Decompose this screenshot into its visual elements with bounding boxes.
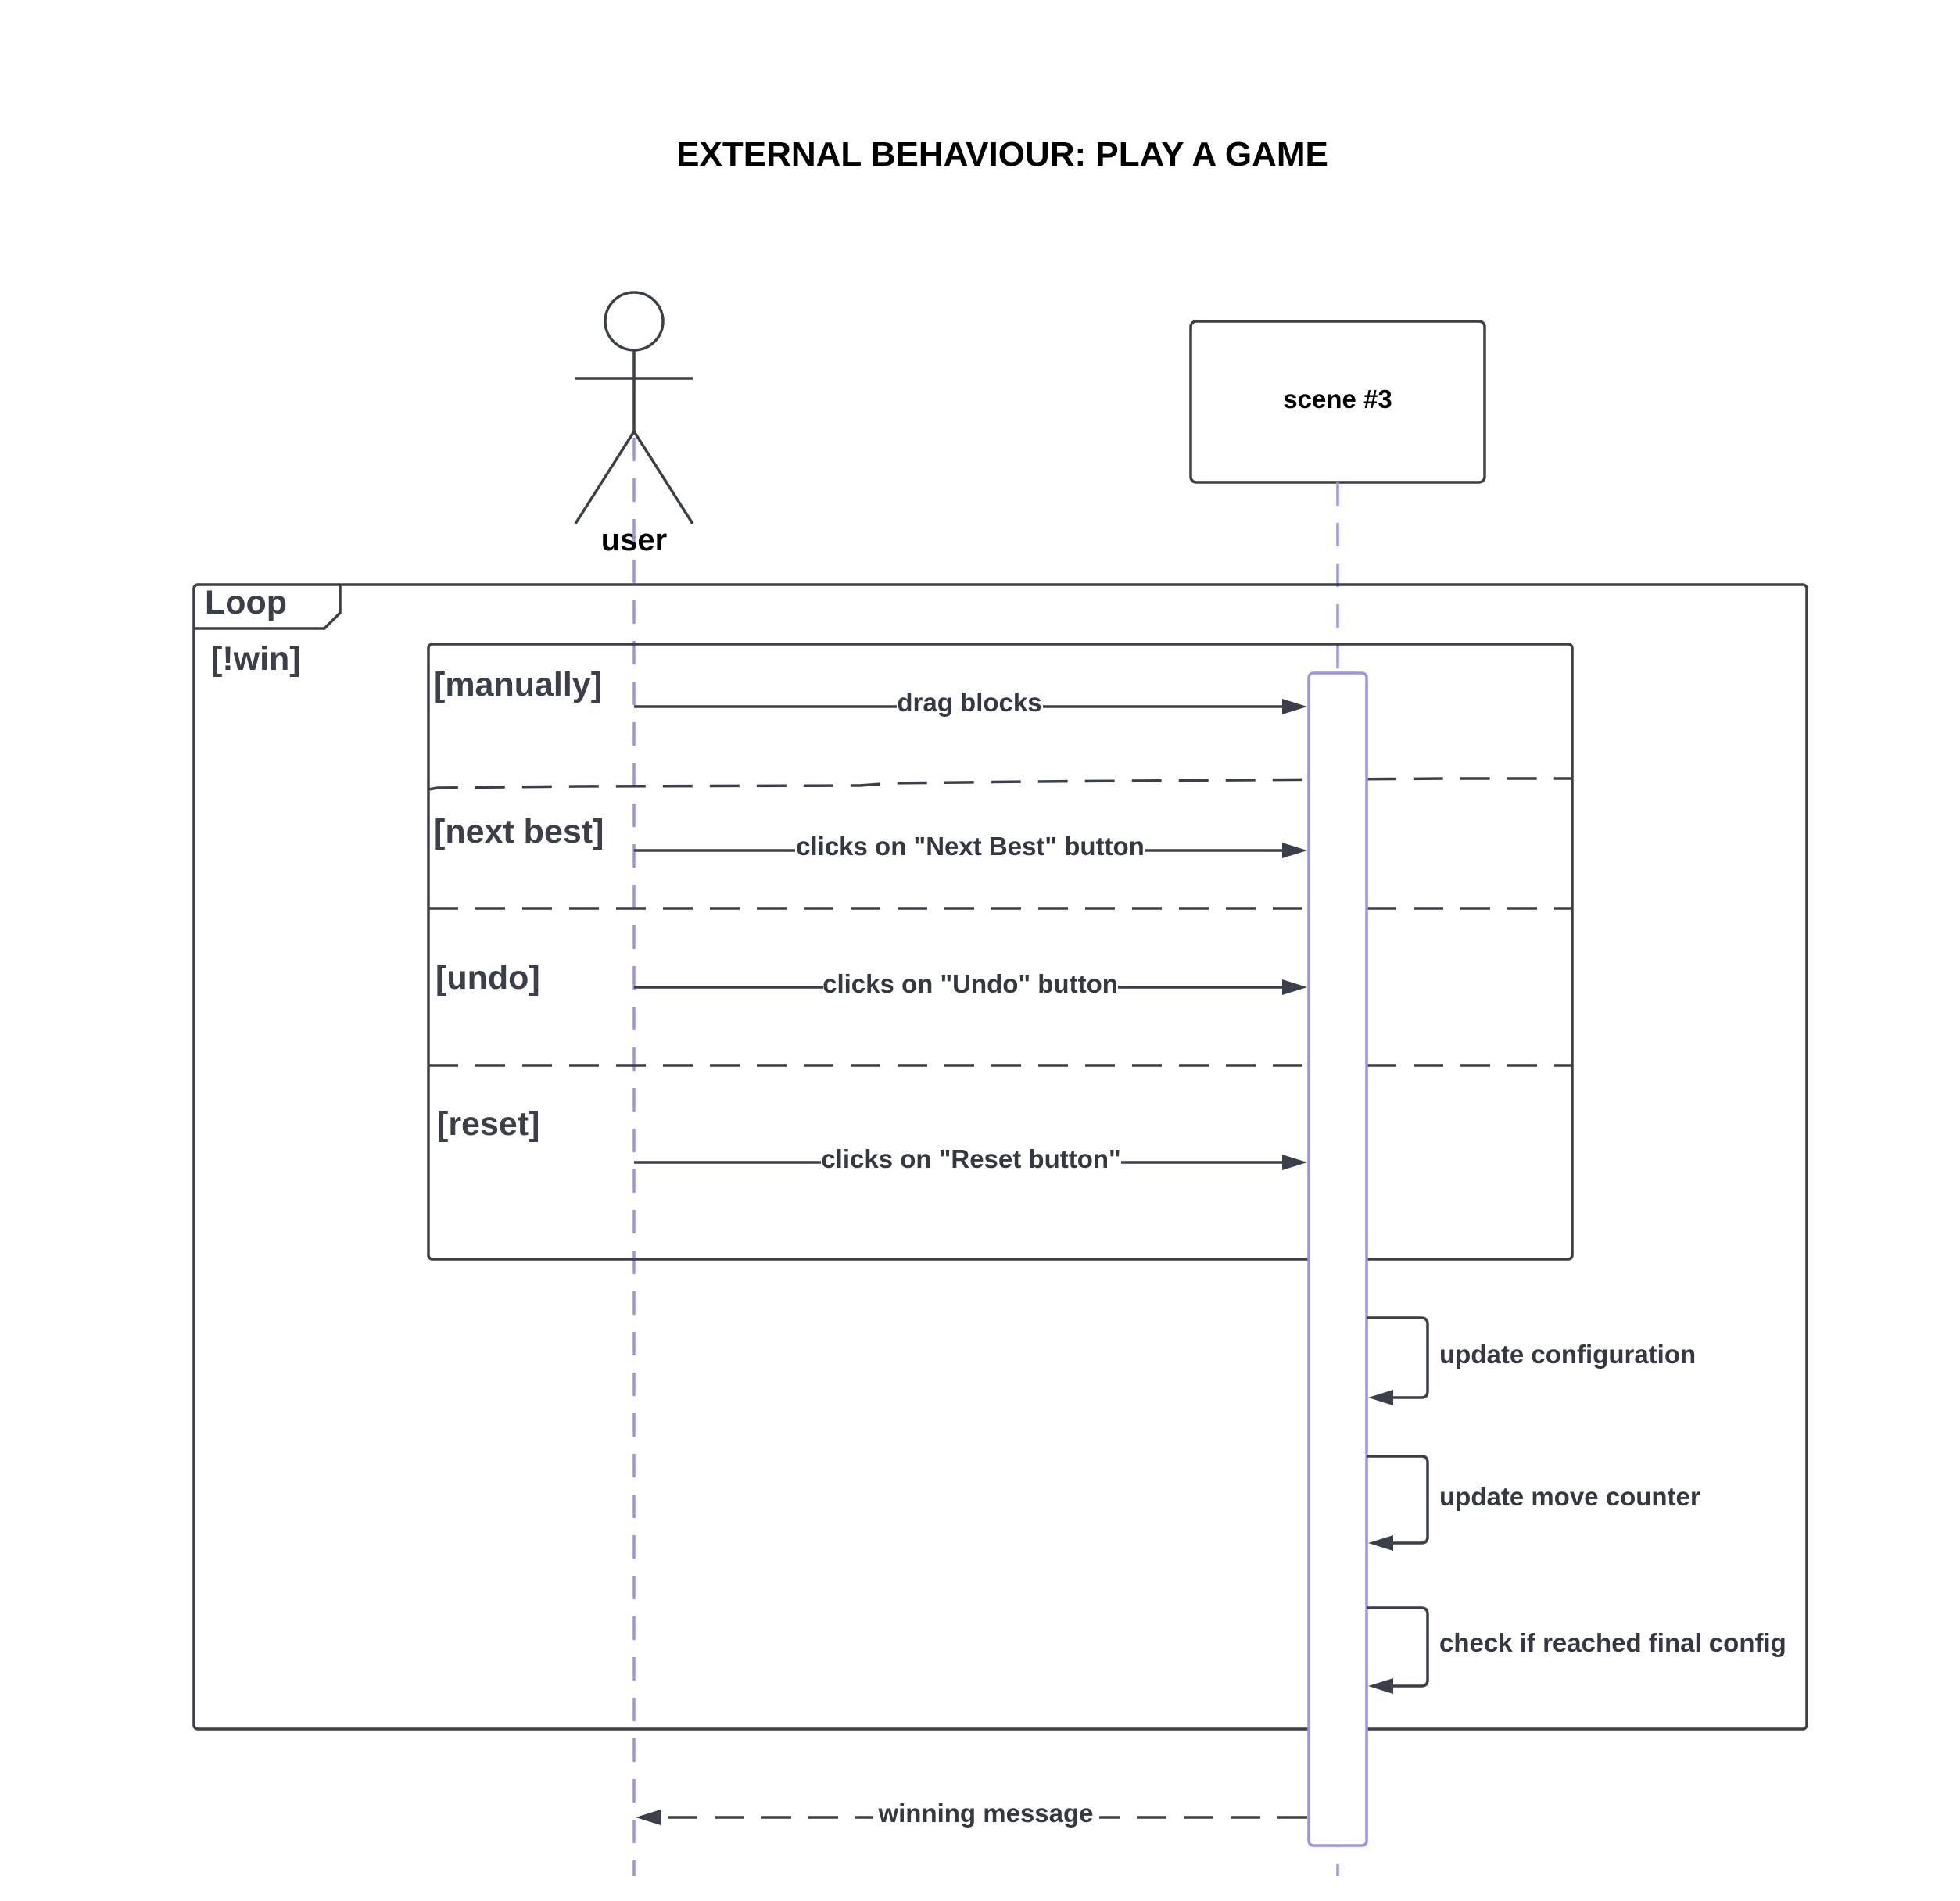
- alt-frame: [427, 643, 1574, 1261]
- alt-divider-1: [428, 777, 1572, 791]
- self-message-check-final-config-label: check if reached final config: [1439, 1628, 1786, 1657]
- alt-guard-next-best: [next best]: [434, 813, 604, 850]
- self-message-update-configuration-label: update configuration: [1439, 1340, 1696, 1369]
- alt-guard-manually: [manually]: [434, 666, 602, 703]
- diagram-title: EXTERNAL BEHAVIOUR: PLAY A GAME: [676, 135, 1328, 174]
- return-message-winning-label: winning message: [877, 1799, 1093, 1828]
- loop-guard: [!win]: [211, 640, 301, 678]
- self-message-update-configuration: update configuration: [1367, 1316, 1696, 1405]
- object-label: scene #3: [1283, 385, 1392, 413]
- message-undo: clicks on "Undo" button: [634, 969, 1307, 998]
- return-message-winning: winning message: [636, 1799, 1307, 1828]
- message-drag-blocks-label: drag blocks: [897, 688, 1041, 717]
- message-drag-blocks: drag blocks: [634, 688, 1307, 717]
- message-reset: clicks on "Reset button": [634, 1144, 1307, 1173]
- message-next-best-label: clicks on "Next Best" button: [796, 832, 1145, 861]
- message-undo-label: clicks on "Undo" button: [822, 969, 1118, 998]
- self-message-check-final-config: check if reached final config: [1367, 1606, 1786, 1694]
- stick-figure-icon: [574, 291, 694, 524]
- loop-frame: [192, 583, 1808, 1731]
- self-message-update-move-counter-label: update move counter: [1439, 1482, 1700, 1511]
- message-next-best: clicks on "Next Best" button: [634, 832, 1307, 861]
- self-message-update-move-counter: update move counter: [1367, 1455, 1700, 1551]
- alt-guard-undo: [undo]: [435, 959, 540, 997]
- activation-bar: [1307, 671, 1368, 1847]
- alt-guard-reset: [reset]: [437, 1105, 539, 1143]
- loop-frame-tag-box: [194, 585, 342, 630]
- loop-tag: Loop: [205, 584, 287, 621]
- message-reset-label: clicks on "Reset button": [821, 1144, 1120, 1173]
